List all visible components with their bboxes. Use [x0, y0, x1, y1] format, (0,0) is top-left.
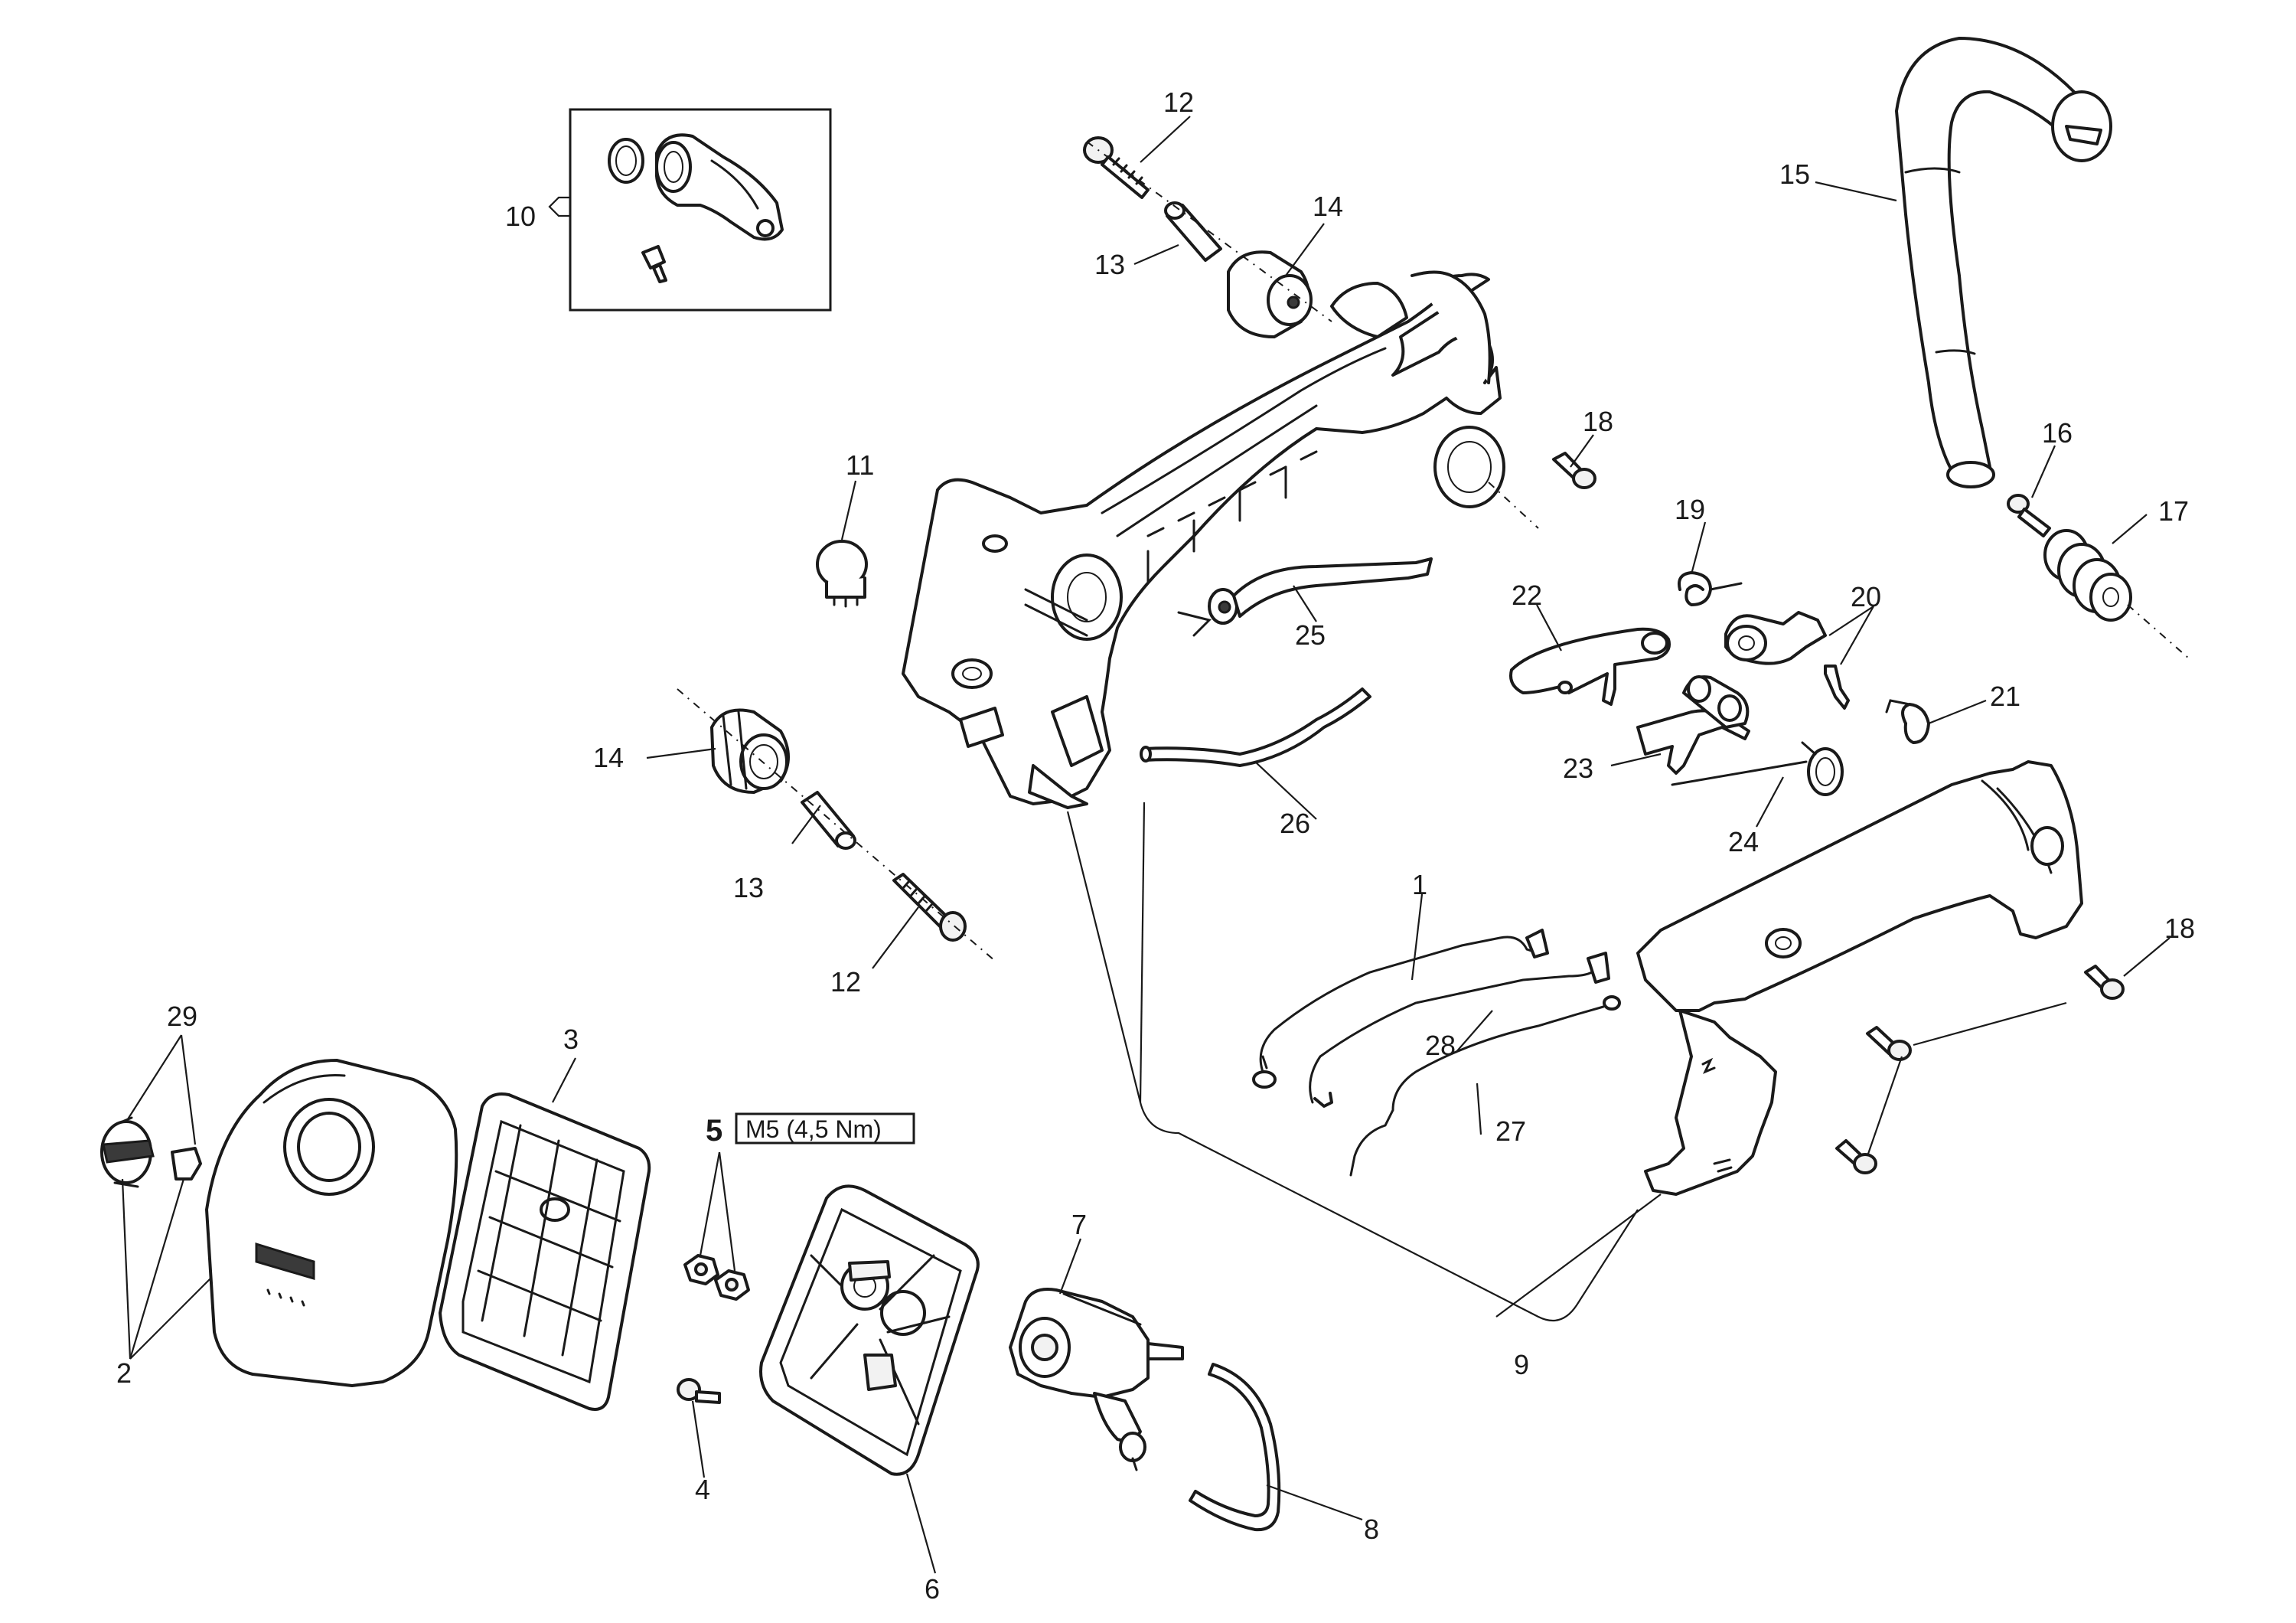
axis-lower-left — [677, 688, 996, 962]
callout-7: 7 — [1071, 1209, 1087, 1240]
part-13-sleeve-upper — [1164, 201, 1222, 262]
part-27-cable — [1349, 995, 1621, 1177]
callout-13-upper: 13 — [1094, 249, 1125, 280]
callout-4: 4 — [695, 1474, 710, 1505]
callout-9: 9 — [1514, 1349, 1529, 1380]
callout-12-lower: 12 — [830, 966, 861, 998]
callout-10: 10 — [505, 201, 536, 232]
part-9-rear-handle — [1636, 760, 2083, 1196]
callout-3: 3 — [563, 1024, 579, 1055]
part-17-spring — [2043, 529, 2132, 622]
part-14-buffer-upper — [1227, 250, 1313, 338]
part-11-connector — [816, 540, 868, 608]
part-24-spring — [1671, 741, 1844, 796]
part-6-base-plate — [759, 1184, 980, 1476]
part-15-front-handle — [1895, 37, 2112, 488]
callout-8: 8 — [1364, 1514, 1379, 1545]
part-26-hose — [1140, 687, 1371, 767]
callout-1: 1 — [1412, 869, 1427, 900]
part-29-knob — [100, 1116, 202, 1188]
callout-19: 19 — [1675, 494, 1705, 525]
part-16-screw — [2007, 494, 2051, 537]
callout-13-lower: 13 — [733, 872, 764, 903]
callout-17: 17 — [2158, 495, 2189, 527]
part-14-buffer-lower — [710, 708, 790, 794]
callout-23: 23 — [1563, 753, 1593, 784]
part-18-screw-upper — [1552, 452, 1596, 489]
axis-upper-left — [1086, 141, 1332, 322]
part-13-sleeve-lower — [801, 791, 856, 850]
callout-22: 22 — [1512, 580, 1542, 611]
leader-lines — [121, 116, 2170, 1574]
callout-15: 15 — [1779, 158, 1810, 190]
part-5-nuts — [683, 1254, 750, 1301]
callout-labels: 1 2 3 4 5 6 7 8 9 10 11 12 12 13 13 14 1… — [116, 87, 2195, 1605]
part-7-carburetor — [1009, 1288, 1184, 1471]
part-12-screw-upper — [1083, 136, 1150, 199]
callout-25: 25 — [1295, 619, 1326, 651]
callout-14-lower: 14 — [593, 742, 624, 773]
part-22-trigger — [1509, 627, 1671, 706]
part-19-clip — [1678, 571, 1743, 606]
part-20-lockout — [1724, 611, 1850, 710]
part-21-spring-clip — [1885, 699, 1930, 744]
callout-29: 29 — [167, 1001, 197, 1032]
callout-11: 11 — [846, 449, 874, 481]
callout-16: 16 — [2042, 417, 2073, 449]
part-10-intake-elbow-kit — [569, 108, 832, 312]
torque-note: M5 (4,5 Nm) — [735, 1112, 915, 1145]
part-3-filter — [439, 1092, 651, 1411]
callout-2: 2 — [116, 1357, 132, 1389]
part-4-screw — [677, 1378, 721, 1404]
part-8-hose — [1189, 1363, 1281, 1532]
callout-18-lower: 18 — [2164, 913, 2195, 944]
callout-18-upper: 18 — [1583, 406, 1613, 437]
callout-20: 20 — [1851, 581, 1881, 612]
part-12-screw-lower — [892, 873, 967, 942]
callout-28: 28 — [1425, 1030, 1456, 1061]
part-9-handle-housing — [902, 270, 1505, 809]
part-1-cable — [1252, 929, 1549, 1089]
callout-27: 27 — [1495, 1115, 1526, 1147]
part-28-cable — [1309, 952, 1610, 1108]
callout-14-upper: 14 — [1313, 191, 1343, 222]
bracket-10 — [548, 196, 570, 217]
torque-note-text: M5 (4,5 Nm) — [745, 1115, 882, 1143]
callout-24: 24 — [1728, 826, 1759, 857]
callout-26: 26 — [1280, 808, 1310, 839]
part-18-screws-lower — [1835, 965, 2125, 1174]
callout-6: 6 — [925, 1573, 940, 1605]
part-2-filter-cover — [205, 1059, 458, 1387]
axis-spring — [2127, 604, 2190, 659]
callout-5: 5 — [706, 1114, 722, 1148]
part-23-lock — [1636, 675, 1750, 775]
callout-12-upper: 12 — [1163, 87, 1194, 118]
callout-21: 21 — [1990, 681, 2020, 712]
part-25-hose — [1208, 557, 1433, 625]
